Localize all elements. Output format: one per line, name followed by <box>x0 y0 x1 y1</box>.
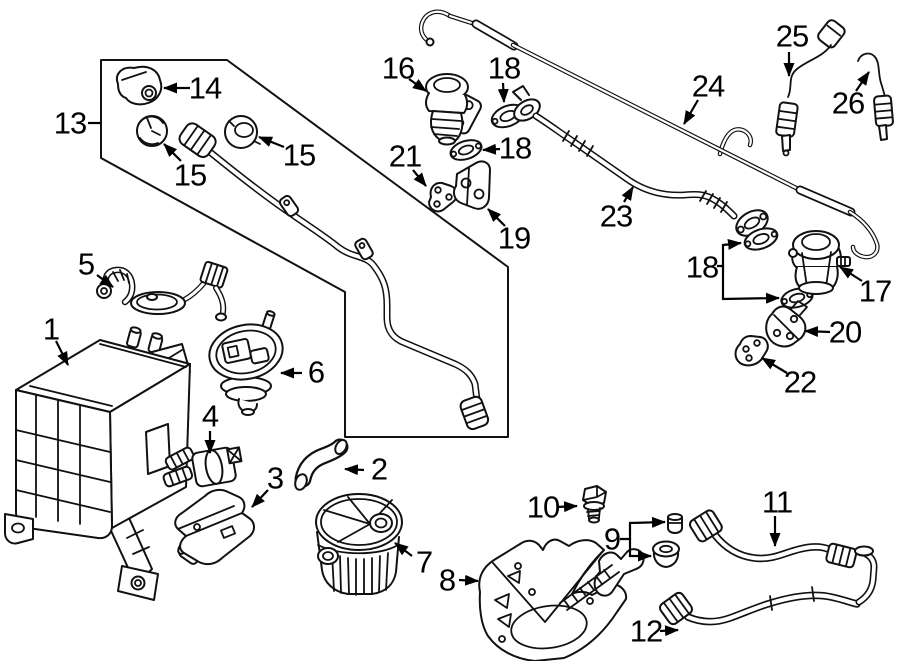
callout-22[interactable]: 22 <box>783 364 817 400</box>
leader-line-7 <box>394 542 413 557</box>
leader-line-24 <box>683 99 699 125</box>
leader-line-9 <box>628 539 652 562</box>
leader-line-22 <box>761 357 788 374</box>
leader-line-26 <box>855 71 870 92</box>
grommet-small-drawing-9 <box>667 513 683 534</box>
leader-line-16 <box>408 78 427 92</box>
shield-bracket-drawing-8 <box>478 538 645 661</box>
elbow-hose-drawing-2 <box>294 438 349 491</box>
leader-line-18 <box>482 143 501 155</box>
callout-19[interactable]: 19 <box>497 220 531 256</box>
callout-9[interactable]: 9 <box>603 521 621 557</box>
purge-valve-drawing-5 <box>96 260 229 322</box>
gasket-drawing-18c <box>743 227 779 251</box>
bracket-drawing-20 <box>765 300 808 348</box>
leader-line-2 <box>344 464 365 476</box>
leader-lines-layer <box>55 52 870 637</box>
bracket-drawing-22 <box>734 335 769 367</box>
callout-10[interactable]: 10 <box>526 489 560 525</box>
leak-detection-pump-drawing-6 <box>208 310 284 416</box>
leader-line-21 <box>412 169 427 187</box>
callout-8[interactable]: 8 <box>438 562 456 598</box>
leader-line-9 <box>620 516 666 541</box>
leader-line-10 <box>556 501 578 513</box>
callout-6[interactable]: 6 <box>307 354 325 390</box>
leader-line-17 <box>839 266 863 282</box>
leader-line-15 <box>258 135 285 149</box>
callout-3[interactable]: 3 <box>266 460 284 496</box>
callout-12[interactable]: 12 <box>629 613 663 649</box>
sensor-bolt-drawing-10 <box>582 485 607 524</box>
callout-25[interactable]: 25 <box>775 18 809 54</box>
callout-18[interactable]: 18 <box>487 50 521 86</box>
callout-7[interactable]: 7 <box>415 544 433 580</box>
callout-24[interactable]: 24 <box>691 68 725 104</box>
leader-line-15 <box>163 143 182 162</box>
leader-line-3 <box>251 489 269 508</box>
callout-13[interactable]: 13 <box>53 105 87 141</box>
leader-line-18 <box>717 238 742 268</box>
egr-valve-drawing-16 <box>425 73 482 146</box>
callout-18[interactable]: 18 <box>498 130 532 166</box>
callout-20[interactable]: 20 <box>828 314 862 350</box>
egr-pipe-drawing-23 <box>512 85 769 237</box>
valve-clip-drawing-15b <box>224 115 261 149</box>
valve-clip-drawing-15a <box>136 115 168 147</box>
bracket-drawing-3 <box>174 488 255 566</box>
gasket-drawing-21 <box>428 181 458 213</box>
shutoff-valve-drawing-17 <box>788 230 851 295</box>
callout-14[interactable]: 14 <box>188 70 222 106</box>
callout-23[interactable]: 23 <box>599 198 633 234</box>
callout-2[interactable]: 2 <box>370 451 388 487</box>
callout-18[interactable]: 18 <box>685 249 719 285</box>
leader-line-18 <box>721 266 780 304</box>
vent-tube-drawing <box>178 122 490 431</box>
gasket-drawing-18b <box>449 139 483 161</box>
callout-11[interactable]: 11 <box>761 484 793 520</box>
oxygen-sensor-drawing-25 <box>775 19 846 157</box>
leader-line-1 <box>55 340 69 366</box>
leader-line-19 <box>487 208 506 227</box>
leader-line-23 <box>621 186 634 203</box>
grommet-large-drawing-9 <box>652 540 680 568</box>
canister-drawing-1 <box>4 326 191 601</box>
oxygen-sensor-drawing-26 <box>857 52 894 141</box>
callout-15[interactable]: 15 <box>282 137 316 173</box>
valve-drawing-4 <box>162 446 243 488</box>
cap-drawing-14 <box>116 65 163 106</box>
leader-line-18 <box>497 82 509 103</box>
callout-1[interactable]: 1 <box>42 311 60 347</box>
air-pump-drawing-7 <box>315 493 403 596</box>
hose-drawing-11 <box>688 509 858 569</box>
combi-valve-pipe-drawing-24 <box>418 9 880 260</box>
callout-26[interactable]: 26 <box>831 85 865 121</box>
bracket-drawing-19 <box>452 160 491 210</box>
callout-17[interactable]: 17 <box>858 273 892 309</box>
callout-5[interactable]: 5 <box>77 246 95 282</box>
leader-line-8 <box>458 574 479 586</box>
callout-16[interactable]: 16 <box>381 50 415 86</box>
callout-21[interactable]: 21 <box>388 138 422 174</box>
hose-drawing-12 <box>659 545 878 626</box>
leader-line-20 <box>804 326 831 338</box>
callout-4[interactable]: 4 <box>201 398 219 434</box>
callout-15[interactable]: 15 <box>173 157 207 193</box>
leader-line-5 <box>96 274 114 288</box>
leader-line-12 <box>659 625 679 637</box>
